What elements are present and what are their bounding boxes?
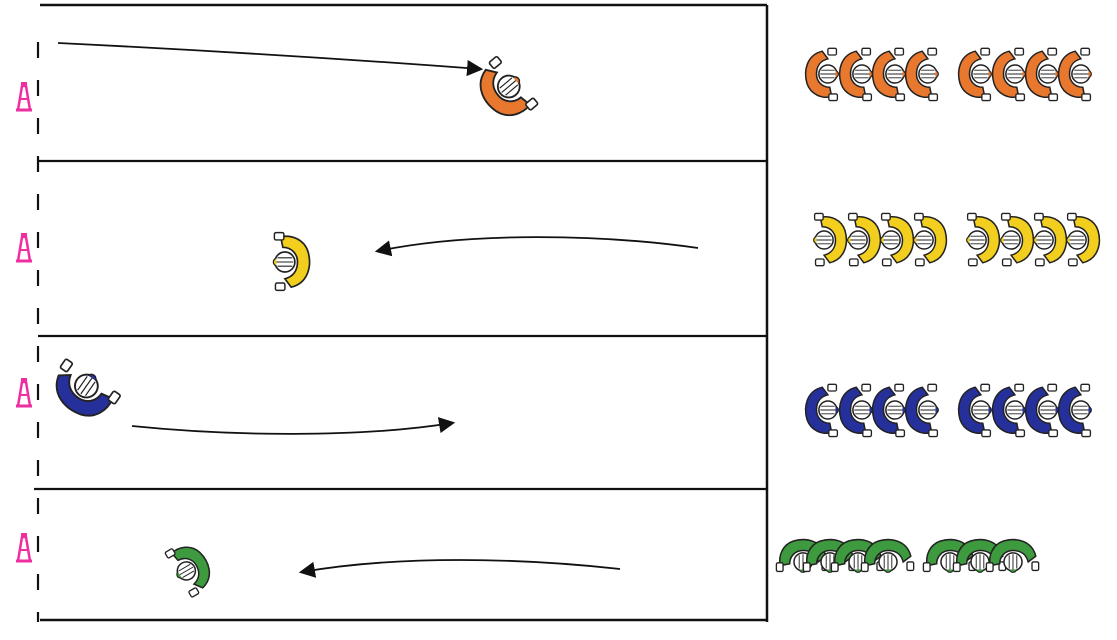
player-icon (1057, 383, 1092, 438)
player-icon (991, 47, 1026, 102)
player-icon (847, 212, 882, 267)
player-icon (164, 546, 211, 598)
player-icon (880, 212, 915, 267)
cone-icon (16, 233, 32, 263)
cone-icon (16, 82, 32, 112)
player-icon (1024, 47, 1059, 102)
player-icon (860, 538, 915, 573)
cone-icon (16, 378, 32, 408)
active-players (55, 55, 539, 598)
arrow-icon (57, 42, 484, 77)
player-icon (272, 231, 311, 292)
player-icon (479, 55, 539, 117)
player-icon (804, 47, 839, 102)
player-icon (904, 47, 939, 102)
arrow-icon (298, 559, 621, 578)
player-icon (985, 538, 1040, 573)
player-icon (1024, 383, 1059, 438)
cones (16, 82, 32, 563)
queue-lane-2 (813, 212, 1101, 267)
cone-icon (16, 533, 32, 563)
player-icon (957, 47, 992, 102)
player-icon (804, 383, 839, 438)
queue-lane-4 (775, 538, 1040, 573)
queue-lane-1 (804, 47, 1092, 102)
player-icon (55, 358, 121, 417)
queue-lane-3 (804, 383, 1092, 438)
player-icon (813, 212, 848, 267)
player-icon (966, 212, 1001, 267)
player-icon (1057, 47, 1092, 102)
player-icon (871, 47, 906, 102)
player-icon (913, 212, 948, 267)
player-queues (775, 47, 1101, 573)
field (34, 3, 769, 622)
player-icon (1000, 212, 1035, 267)
player-icon (991, 383, 1026, 438)
player-icon (957, 383, 992, 438)
player-icon (1066, 212, 1101, 267)
arrow-icon (374, 236, 699, 257)
arrow-icon (131, 417, 456, 435)
player-icon (1033, 212, 1068, 267)
player-icon (871, 383, 906, 438)
movement-arrows (57, 42, 699, 578)
player-icon (838, 47, 873, 102)
player-icon (838, 383, 873, 438)
player-icon (904, 383, 939, 438)
